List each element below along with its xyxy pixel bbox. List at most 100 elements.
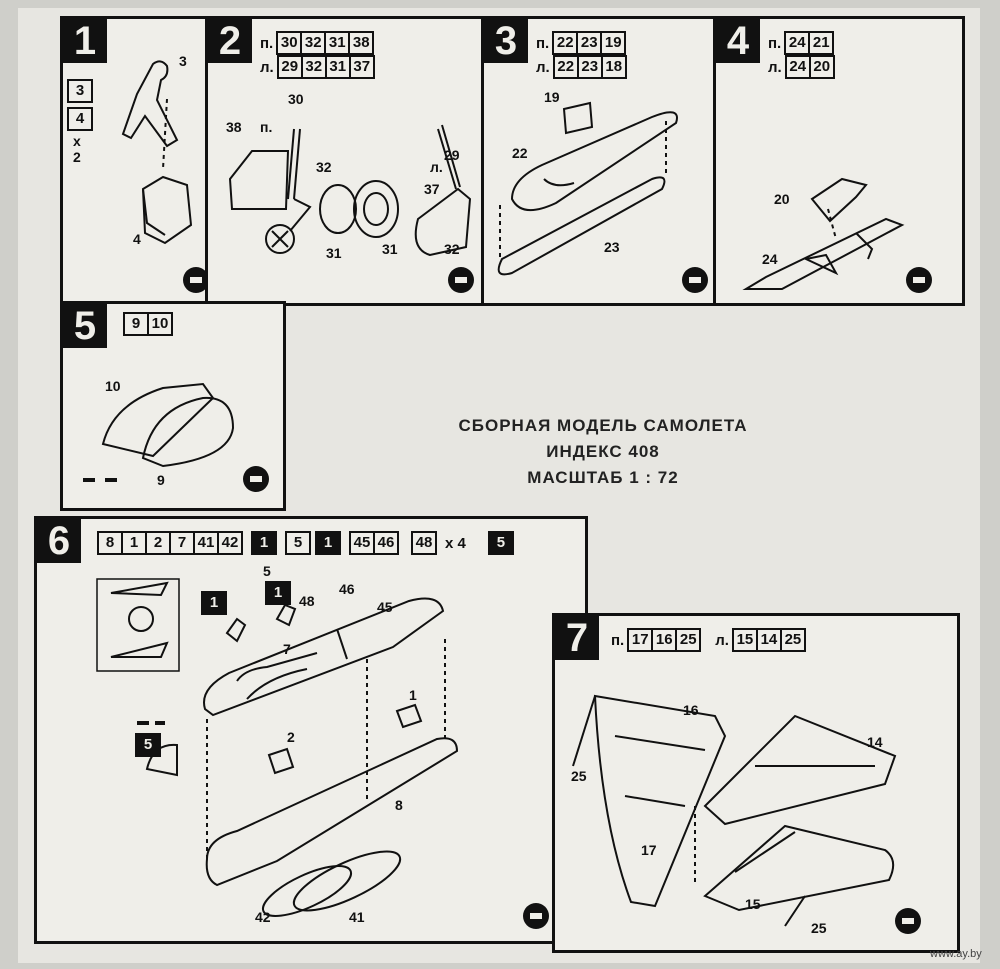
windshield-drawing: [83, 382, 235, 482]
part-label: 25: [571, 768, 587, 784]
step-number: 4: [716, 19, 760, 63]
part-label: 48: [299, 593, 315, 609]
part-label: 37: [424, 181, 440, 197]
part-label-23: 23: [604, 239, 620, 255]
part-box: 22: [552, 31, 579, 55]
part-box: 17: [627, 628, 654, 652]
part-label-10: 10: [105, 378, 121, 394]
instruction-sheet: 1 3 4 x 2 3 4 2 п. 30 32 31 38 л. 29 3: [18, 8, 982, 963]
part-box: 24: [784, 55, 811, 79]
part-label: 1: [409, 687, 417, 703]
part-box: 23: [576, 31, 603, 55]
part-label: 31: [326, 245, 342, 261]
parts-row: п. 17 16 25 л. 15 14 25: [611, 628, 806, 652]
step-4-panel: 4 п. 24 21 л. 24 20 20 24: [713, 16, 965, 306]
step-reference: 1: [265, 581, 291, 605]
part-box: 22: [552, 55, 579, 79]
part-label: 38: [226, 119, 242, 135]
multiplier: x 4: [445, 534, 466, 552]
part-label: 17: [641, 842, 657, 858]
left-prefix: л.: [536, 58, 550, 76]
part-label: 31: [382, 241, 398, 257]
part-label: 32: [444, 241, 460, 257]
part-label: 8: [395, 797, 403, 813]
step-1-panel: 1 3 4 x 2 3 4: [60, 16, 228, 306]
part-box: 9: [123, 312, 149, 336]
step-reference: 1: [201, 591, 227, 615]
part-box: 42: [217, 531, 243, 555]
step-6-panel: 6 8 1 2 7 41 42 1 5 1 45 46 48 x 4 5 1 1…: [34, 516, 588, 944]
part-label: 30: [288, 91, 304, 107]
step-reference: 5: [487, 531, 514, 555]
assembly-icon: [183, 267, 209, 293]
left-prefix: л.: [260, 58, 274, 76]
multiplier-count: 2: [73, 149, 81, 165]
part-box: 32: [300, 31, 327, 55]
pilot-seat-drawing: [121, 60, 193, 245]
part-label: 32: [316, 159, 332, 175]
fuselage-drawing: [96, 578, 459, 917]
part-label-9: 9: [157, 472, 165, 488]
part-box: 8: [97, 531, 123, 555]
step-number: 2: [208, 19, 252, 63]
title-line-1: СБОРНАЯ МОДЕЛЬ САМОЛЕТА: [458, 416, 748, 435]
part-box: 2: [145, 531, 171, 555]
part-label: 46: [339, 581, 355, 597]
part-box: 41: [193, 531, 219, 555]
part-label-4: 4: [133, 231, 141, 247]
part-box: 7: [169, 531, 195, 555]
right-prefix: п.: [611, 631, 625, 649]
part-box: 32: [300, 55, 327, 79]
part-label-19: 19: [544, 89, 560, 105]
part-box: 5: [285, 531, 311, 555]
assembly-icon: [523, 903, 549, 929]
assembly-icon: [906, 267, 932, 293]
parts-row: 9 10: [123, 312, 173, 336]
part-box: 46: [373, 531, 399, 555]
part-box: 37: [348, 55, 375, 79]
right-parts-row: п. 30 32 31 38: [260, 31, 375, 55]
part-box: 3: [67, 79, 93, 103]
part-label: 16: [683, 702, 699, 718]
part-box: 20: [808, 55, 835, 79]
step-number: 6: [37, 519, 81, 563]
step-number: 1: [63, 19, 107, 63]
part-label-22: 22: [512, 145, 528, 161]
left-prefix: л.: [768, 58, 782, 76]
part-label: 2: [287, 729, 295, 745]
left-parts-row: л. 22 23 18: [536, 55, 627, 79]
part-box: 25: [675, 628, 702, 652]
part-label: 42: [255, 909, 271, 925]
part-box: 45: [349, 531, 375, 555]
watermark: www.ay.by: [930, 948, 982, 960]
title-block: СБОРНАЯ МОДЕЛЬ САМОЛЕТА ИНДЕКС 408 МАСШТ…: [378, 416, 828, 496]
step-5-panel: 5 9 10 10 9: [60, 301, 286, 511]
step-reference: 5: [135, 733, 161, 757]
part-box: 24: [784, 31, 811, 55]
step-reference: 1: [251, 531, 277, 555]
part-label-3: 3: [179, 53, 187, 69]
right-prefix: п.: [768, 34, 782, 52]
step-number: 7: [555, 616, 599, 660]
part-label: 41: [349, 909, 365, 925]
right-parts-row: п. 24 21: [768, 31, 835, 55]
part-box: 23: [576, 55, 603, 79]
missile-drawing: [742, 177, 905, 290]
part-box: 4: [67, 107, 93, 131]
part-box: 31: [324, 31, 351, 55]
part-box: 16: [651, 628, 678, 652]
part-box: 31: [324, 55, 351, 79]
right-prefix: п.: [260, 34, 274, 52]
assembly-icon: [682, 267, 708, 293]
assembly-icon: [243, 466, 269, 492]
right-parts-row: п. 22 23 19: [536, 31, 627, 55]
assembly-icon: [895, 908, 921, 934]
step-2-panel: 2 п. 30 32 31 38 л. 29 32 31 37 38 п. 30…: [205, 16, 493, 306]
part-label: 25: [811, 920, 827, 936]
part-label: л.: [430, 159, 443, 175]
part-label: 5: [263, 563, 271, 579]
left-prefix: л.: [715, 631, 729, 649]
part-box: 10: [147, 312, 173, 336]
part-box: 29: [276, 55, 303, 79]
part-box: 25: [779, 628, 806, 652]
